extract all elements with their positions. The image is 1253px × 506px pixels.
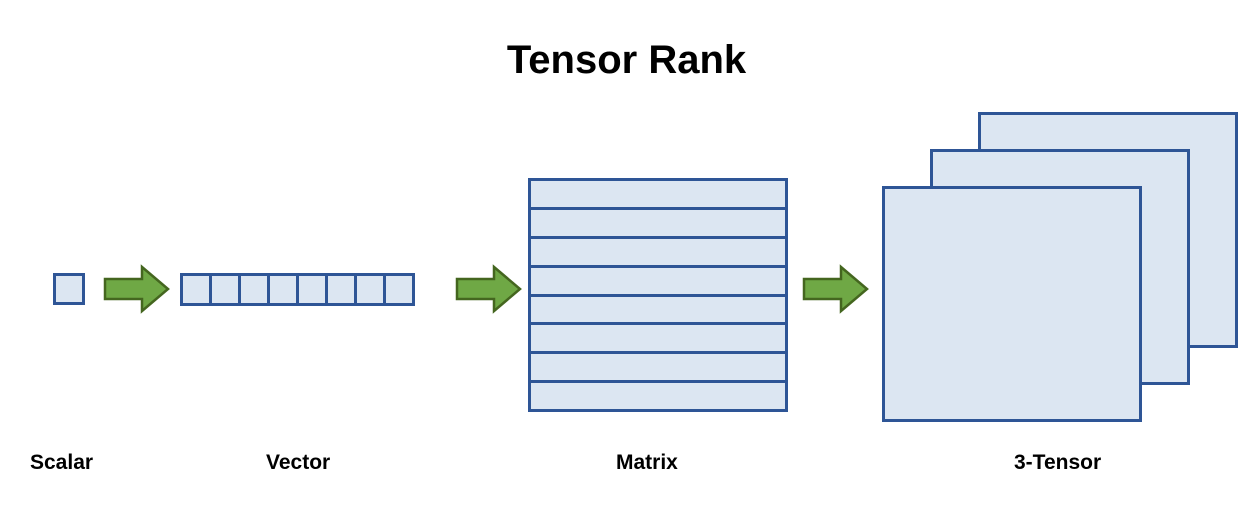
vector-cell [354, 273, 386, 306]
arrow-vector-to-matrix [455, 264, 522, 314]
arrow-matrix-to-tensor [802, 264, 869, 314]
tensor-sheet-front [882, 186, 1142, 422]
vector-cell [267, 273, 299, 306]
matrix-row [528, 178, 788, 210]
tensor-sheet-middle [930, 149, 1190, 385]
arrow-scalar-to-vector [103, 264, 170, 314]
matrix-row [528, 293, 788, 326]
caption-vector: Vector [266, 451, 331, 474]
vector-cell [383, 273, 415, 306]
matrix-row [528, 322, 788, 355]
matrix-row [528, 264, 788, 297]
vector-cell [296, 273, 328, 306]
vector-cell [209, 273, 241, 306]
matrix-row [528, 351, 788, 384]
tensor-sheet-back [978, 112, 1238, 348]
vector-cell [325, 273, 357, 306]
page-title: Tensor Rank [506, 38, 747, 82]
matrix-row [528, 235, 788, 268]
matrix-grid [528, 178, 788, 412]
caption-scalar: Scalar [30, 451, 94, 474]
matrix-row [528, 206, 788, 239]
vector-row [180, 273, 415, 306]
caption-matrix: Matrix [616, 451, 678, 474]
vector-cell [238, 273, 270, 306]
scalar-square [53, 273, 85, 305]
matrix-row [528, 380, 788, 412]
vector-cell [180, 273, 212, 306]
caption-3-tensor: 3-Tensor [1014, 451, 1102, 474]
